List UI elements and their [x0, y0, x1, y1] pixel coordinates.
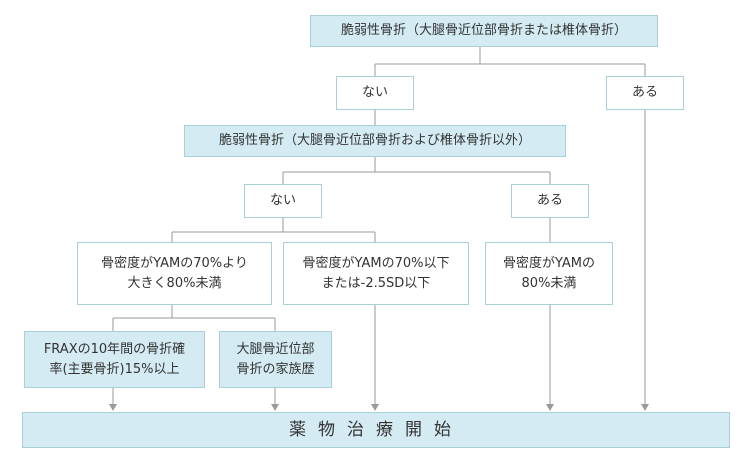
node-label: FRAXの10年間の骨折確 率(主要骨折)15%以上 — [43, 341, 186, 377]
node-label: ある — [536, 193, 563, 208]
node-label: ある — [631, 85, 658, 100]
answer-yes-1: ある — [606, 76, 684, 110]
node-label: 脆弱性骨折（大腿骨近位部骨折および椎体骨折以外） — [218, 133, 531, 148]
node-label: 薬物治療開始 — [289, 420, 463, 440]
condition-bmd-below-80: 骨密度がYAMの 80%未満 — [485, 242, 613, 305]
start-drug-treatment: 薬物治療開始 — [22, 412, 730, 448]
condition-frax: FRAXの10年間の骨折確 率(主要骨折)15%以上 — [24, 331, 205, 388]
node-label: ない — [269, 193, 296, 208]
answer-no-1: ない — [336, 76, 414, 110]
condition-family-history: 大腿骨近位部 骨折の家族歴 — [219, 331, 332, 388]
node-label: 骨密度がYAMの70%以下 または-2.5SD以下 — [302, 255, 450, 291]
condition-bmd-70-80: 骨密度がYAMの70%より 大きく80%未満 — [77, 242, 272, 305]
answer-yes-2: ある — [511, 184, 589, 218]
answer-no-2: ない — [244, 184, 322, 218]
question-vertebral-hip-fracture: 脆弱性骨折（大腿骨近位部骨折または椎体骨折） — [310, 15, 658, 47]
condition-bmd-below-70: 骨密度がYAMの70%以下 または-2.5SD以下 — [283, 242, 469, 305]
node-label: 脆弱性骨折（大腿骨近位部骨折または椎体骨折） — [340, 23, 627, 38]
node-label: 骨密度がYAMの70%より 大きく80%未満 — [101, 255, 248, 291]
node-label: ない — [361, 85, 388, 100]
node-label: 大腿骨近位部 骨折の家族歴 — [236, 341, 315, 377]
node-label: 骨密度がYAMの 80%未満 — [502, 255, 596, 291]
question-other-fracture: 脆弱性骨折（大腿骨近位部骨折および椎体骨折以外） — [184, 125, 566, 157]
